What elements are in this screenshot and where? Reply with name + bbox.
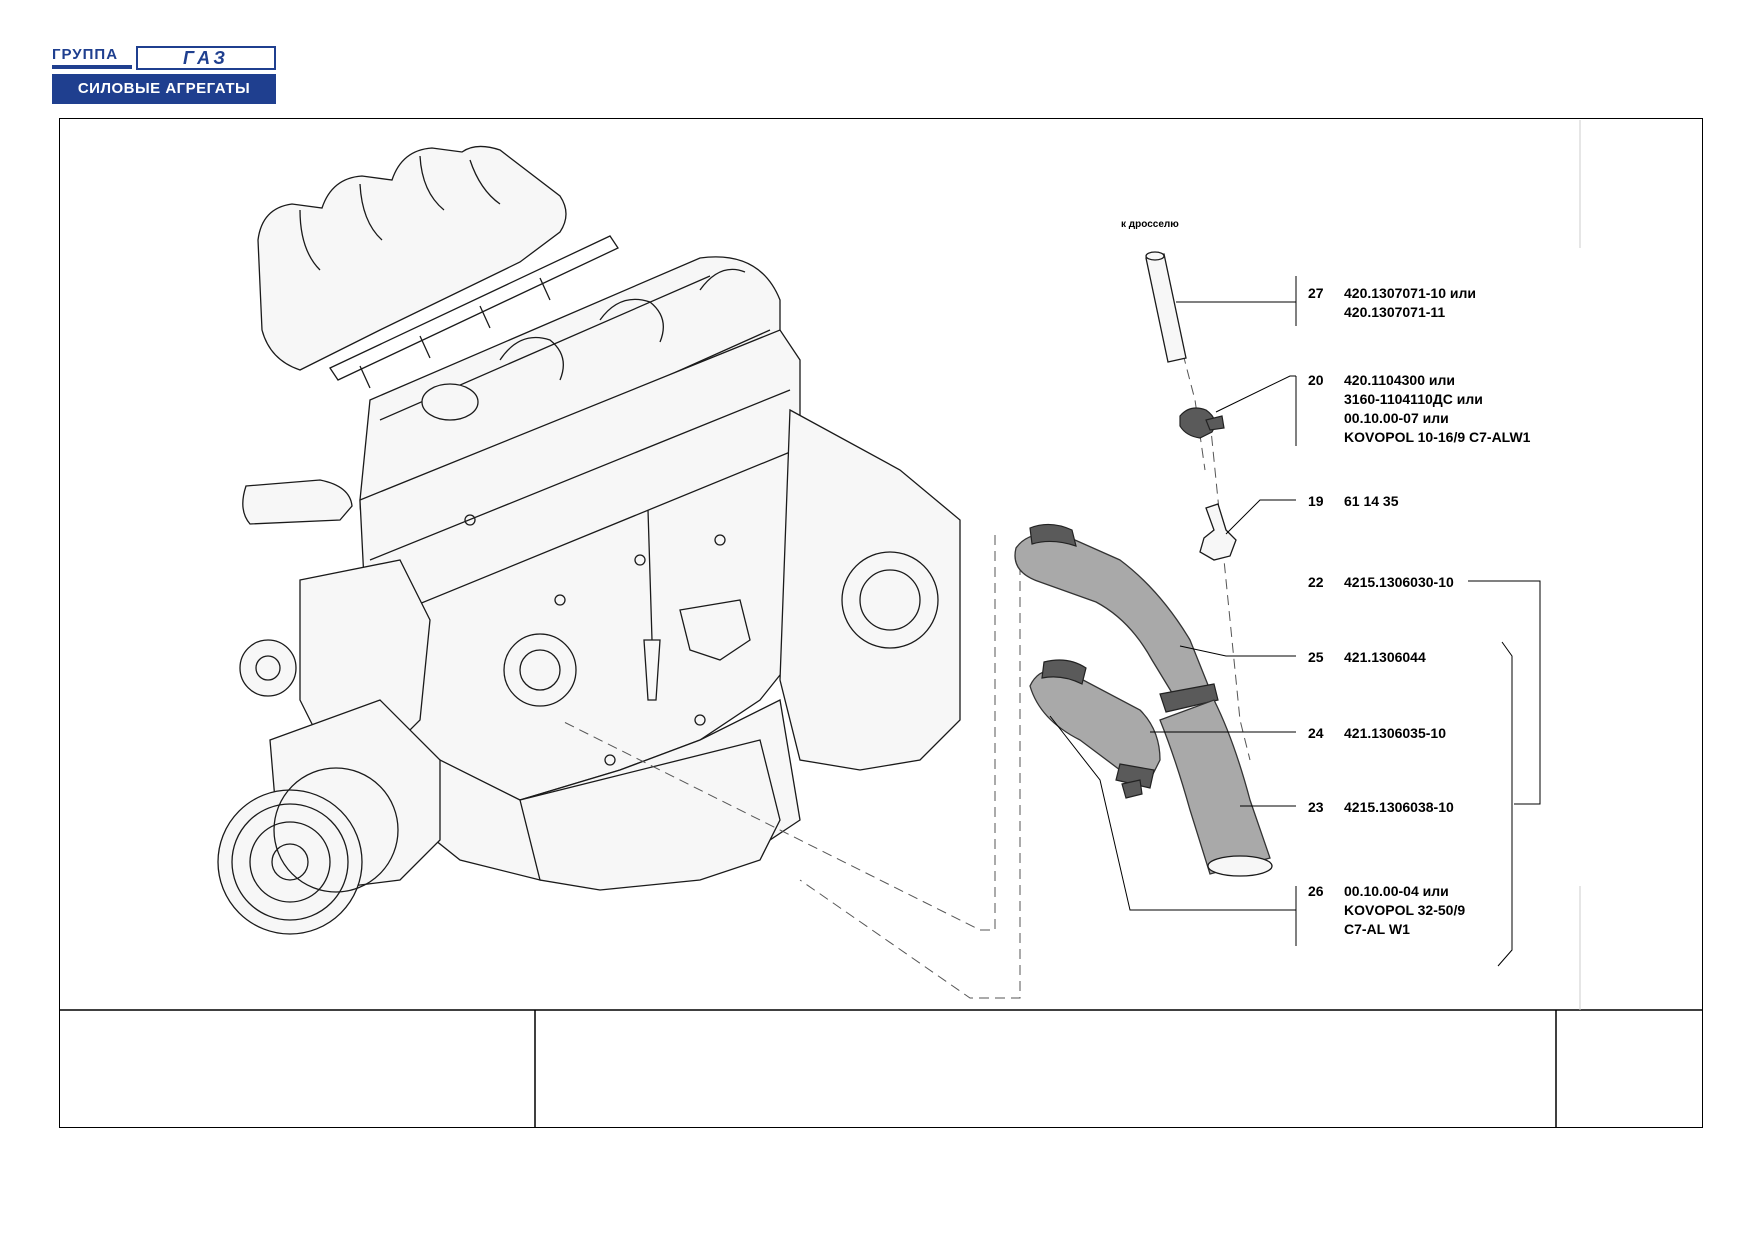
note-to-throttle: к дросселю <box>1121 219 1179 230</box>
logo-rule <box>52 65 132 69</box>
svg-text:3160-1104110ДС или: 3160-1104110ДС или <box>1344 391 1483 407</box>
callout-25: 25 421.1306044 <box>1308 649 1426 665</box>
svg-text:23: 23 <box>1308 799 1324 815</box>
svg-text:KOVOPOL 10-16/9 C7-ALW1: KOVOPOL 10-16/9 C7-ALW1 <box>1344 429 1531 445</box>
svg-text:420.1307071-10 или: 420.1307071-10 или <box>1344 285 1476 301</box>
callout-20: 20 420.1104300 или 3160-1104110ДС или 00… <box>1308 372 1531 445</box>
svg-text:421.1306044: 421.1306044 <box>1344 649 1426 665</box>
svg-text:25: 25 <box>1308 649 1324 665</box>
svg-text:420.1104300 или: 420.1104300 или <box>1344 372 1455 388</box>
part-23-pipe <box>1159 699 1273 877</box>
svg-text:KOVOPOL 32-50/9: KOVOPOL 32-50/9 <box>1344 902 1465 918</box>
part-26-clamp-bolt <box>1121 779 1143 799</box>
part-27-hose <box>1145 251 1187 363</box>
svg-text:00.10.00-04 или: 00.10.00-04 или <box>1344 883 1449 899</box>
callout-26: 26 00.10.00-04 или KOVOPOL 32-50/9 C7-AL… <box>1308 883 1465 937</box>
callout-27: 27 420.1307071-10 или 420.1307071-11 <box>1308 285 1476 320</box>
part-20-clamp <box>1179 407 1225 439</box>
drawing-frame <box>59 118 1703 1128</box>
callout-19: 19 61 14 35 <box>1308 493 1399 509</box>
logo-band: СИЛОВЫЕ АГРЕГАТЫ <box>52 74 276 104</box>
callout-22: 22 4215.1306030-10 <box>1308 574 1454 590</box>
leader-lines <box>1049 276 1541 967</box>
svg-text:26: 26 <box>1308 883 1324 899</box>
svg-text:24: 24 <box>1308 725 1324 741</box>
part-22-hose <box>1014 523 1219 713</box>
svg-text:4215.1306030-10: 4215.1306030-10 <box>1344 574 1454 590</box>
part-24-hose <box>1029 659 1161 789</box>
svg-text:421.1306035-10: 421.1306035-10 <box>1344 725 1446 741</box>
svg-text:22: 22 <box>1308 574 1324 590</box>
svg-text:20: 20 <box>1308 372 1324 388</box>
svg-text:C7-AL W1: C7-AL W1 <box>1344 921 1410 937</box>
svg-text:61 14 35: 61 14 35 <box>1344 493 1399 509</box>
svg-text:27: 27 <box>1308 285 1324 301</box>
engine-illustration <box>217 145 961 935</box>
callout-23: 23 4215.1306038-10 <box>1308 799 1454 815</box>
callout-24: 24 421.1306035-10 <box>1308 725 1446 741</box>
svg-text:4215.1306038-10: 4215.1306038-10 <box>1344 799 1454 815</box>
logo-mark: ГАЗ <box>136 46 276 70</box>
svg-text:19: 19 <box>1308 493 1324 509</box>
svg-text:00.10.00-07 или: 00.10.00-07 или <box>1344 410 1449 426</box>
title-block <box>59 120 1703 1128</box>
svg-text:420.1307071-11: 420.1307071-11 <box>1344 304 1445 320</box>
gaz-logo: ГРУППА ГАЗ СИЛОВЫЕ АГРЕГАТЫ <box>52 46 276 106</box>
logo-group-text: ГРУППА <box>52 46 119 63</box>
exploded-parts <box>1014 251 1273 877</box>
part-19-fitting <box>1199 503 1237 561</box>
